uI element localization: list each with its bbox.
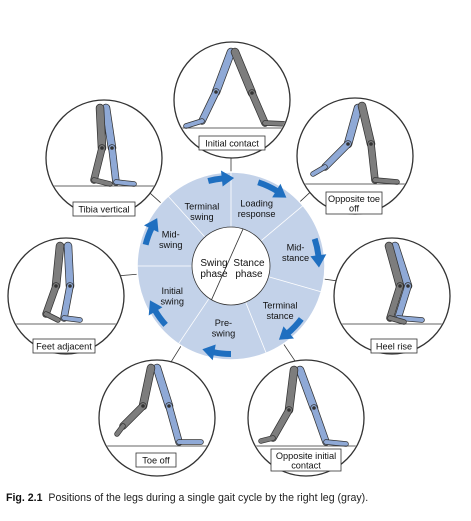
event-label-box [370, 338, 418, 354]
opposite-leg-figure [101, 103, 137, 187]
ring-arrow-7-head [143, 218, 159, 233]
caption-number: Fig. 2.1 [6, 492, 43, 504]
event-label-box [32, 338, 96, 354]
event-label-opposite-toe-off-line: Opposite toe [328, 194, 380, 204]
event-label-toe-off: Toe off [142, 456, 170, 466]
opposite-leg-figure [152, 363, 204, 446]
segment-divider [178, 298, 210, 345]
right-leg-figure [384, 241, 407, 325]
opposite-leg-figure [295, 365, 349, 447]
right-leg-figure [230, 47, 289, 127]
center-divider [211, 228, 244, 300]
event-label-tibia-vertical: Tibia vertical [78, 205, 129, 215]
ring-arrow-4-head [278, 326, 294, 340]
event-label-feet-adjacent-line: Feet adjacent [36, 342, 92, 352]
segment-divider [260, 205, 304, 242]
event-label-heel-rise-line: Heel rise [376, 342, 412, 352]
ring-label-initial-swing-line: Initial [161, 286, 182, 296]
opposite-leg-figure [60, 241, 83, 323]
event-label-box [198, 135, 266, 151]
right-leg-figure [114, 363, 156, 437]
right-leg-figure [258, 365, 299, 444]
event-label-box [270, 448, 342, 472]
segment-divider [167, 195, 206, 238]
ring-label-mid-swing-line: Mid- [162, 229, 180, 239]
swing-phase-label-line: phase [200, 269, 228, 280]
ring-arrow-3 [311, 237, 322, 258]
event-tibia-vertical: Tibia vertical [45, 99, 163, 217]
event-heel-rise: Heel rise [333, 237, 451, 355]
ring-label-pre-swing-line: swing [212, 328, 236, 338]
ring-arrow-1-head [220, 170, 235, 187]
caption-text: Positions of the legs during a single ga… [48, 492, 369, 504]
segment-divider [245, 302, 267, 354]
ring-label-initial-swing-line: swing [160, 297, 184, 307]
opposite-leg-figure [183, 47, 236, 129]
ring-arrow-5 [212, 349, 232, 357]
event-initial-contact: Initial contact [173, 41, 291, 159]
ring-arrow-3-head [310, 254, 327, 268]
event-circle [173, 41, 291, 159]
event-label-opposite-toe-off-line: off [349, 203, 359, 213]
figure-caption: Fig. 2.1 Positions of the legs during a … [6, 492, 466, 504]
event-circle [333, 237, 451, 355]
stance-phase-label-line: Stance [233, 258, 265, 269]
right-leg-figure [357, 101, 400, 185]
segment-divider [268, 276, 322, 293]
ring-label-mid-stance-line: Mid- [287, 243, 305, 253]
event-label-heel-rise: Heel rise [376, 342, 412, 352]
ring-label-pre-swing-line: Pre- [215, 318, 232, 328]
event-label-box [325, 191, 383, 215]
right-leg-figure [42, 241, 65, 323]
ring-arrow-1 [207, 175, 224, 184]
ring-label-terminal-stance-line: Terminal [263, 300, 298, 310]
event-label-box [72, 201, 136, 217]
ring-label-mid-swing-line: swing [159, 240, 183, 250]
ring-label-mid-swing: Mid-swing [159, 229, 183, 250]
event-label-initial-contact-line: Initial contact [205, 139, 259, 149]
ring-arrow-2-head [272, 183, 287, 198]
stance-phase-label-line: phase [235, 269, 263, 280]
event-label-box [135, 452, 177, 468]
event-label-tibia-vertical-line: Tibia vertical [78, 205, 129, 215]
ring-label-loading-response-line: response [238, 209, 276, 219]
center-disk [191, 226, 271, 306]
event-label-opposite-initial-contact-line: Opposite initial [276, 451, 336, 461]
ring-label-loading-response-line: Loading [240, 199, 273, 209]
ring-arrow-6-head [148, 300, 163, 316]
ring-arrow-5-head [202, 344, 216, 361]
right-leg-figure [90, 103, 113, 187]
ring-label-pre-swing: Pre-swing [212, 318, 236, 339]
ring-label-terminal-swing-line: Terminal [185, 202, 220, 212]
event-circle [98, 359, 216, 477]
event-label-initial-contact: Initial contact [205, 139, 259, 149]
opposite-leg-figure [390, 241, 425, 323]
event-feet-adjacent: Feet adjacent [7, 237, 125, 355]
event-label-feet-adjacent: Feet adjacent [36, 342, 92, 352]
event-label-opposite-initial-contact-line: contact [291, 460, 321, 470]
event-label-toe-off-line: Toe off [142, 456, 170, 466]
ring-label-terminal-swing-line: swing [190, 212, 214, 222]
ring-label-mid-stance: Mid-stance [282, 243, 309, 264]
event-toe-off: Toe off [98, 359, 216, 477]
ring-label-mid-stance-line: stance [282, 253, 309, 263]
swing-phase-label-line: Swing [200, 258, 227, 269]
opposite-leg-figure [310, 103, 363, 177]
event-circle [247, 359, 365, 477]
ring-label-terminal-stance-line: stance [267, 311, 294, 321]
